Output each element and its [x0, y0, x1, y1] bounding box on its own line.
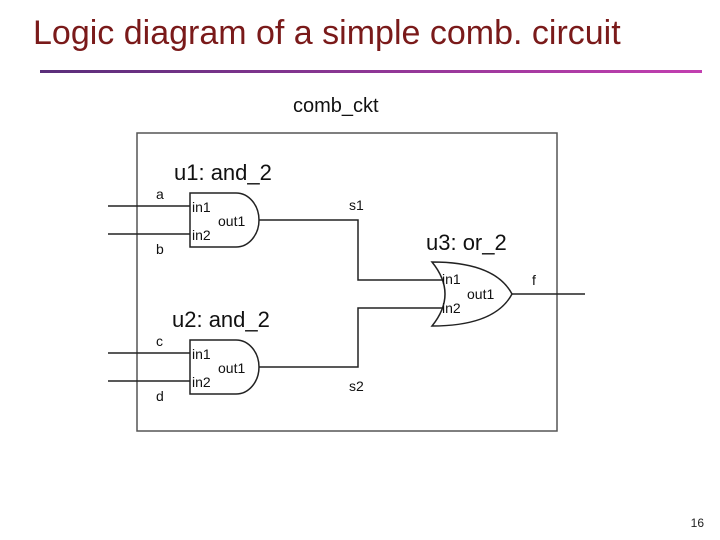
module-box	[136, 132, 558, 432]
pin-label-u3-out1: out1	[467, 286, 494, 302]
gate-instance-label-u3: u3: or_2	[426, 230, 507, 255]
output-label-f: f	[532, 272, 536, 288]
pin-label-u2-in2: in2	[192, 374, 211, 390]
input-label-c: c	[156, 333, 163, 349]
signal-label-s2: s2	[349, 378, 364, 394]
signal-wire-s2	[259, 307, 443, 368]
gate-instance-label-u1: u1: and_2	[174, 160, 272, 185]
pin-label-u1-out1: out1	[218, 213, 245, 229]
and-gate-u2	[189, 339, 260, 395]
and-gate-u1	[189, 192, 260, 248]
pin-label-u3-in2: in2	[442, 300, 461, 316]
signal-wire-s1	[259, 219, 443, 281]
pin-label-u3-in1: in1	[442, 271, 461, 287]
signal-label-s1: s1	[349, 197, 364, 213]
module-name-label: comb_ckt	[293, 95, 379, 117]
slide-title: Logic diagram of a simple comb. circuit	[33, 14, 621, 52]
gate-instance-label-u2: u2: and_2	[172, 307, 270, 332]
pin-label-u2-in1: in1	[192, 346, 211, 362]
page-number: 16	[690, 516, 704, 530]
input-label-a: a	[156, 186, 164, 202]
title-rule	[40, 70, 702, 73]
input-label-d: d	[156, 388, 164, 404]
pin-label-u1-in1: in1	[192, 199, 211, 215]
or-gate-u3	[430, 261, 513, 327]
pin-label-u2-out1: out1	[218, 360, 245, 376]
input-label-b: b	[156, 241, 164, 257]
pin-label-u1-in2: in2	[192, 227, 211, 243]
